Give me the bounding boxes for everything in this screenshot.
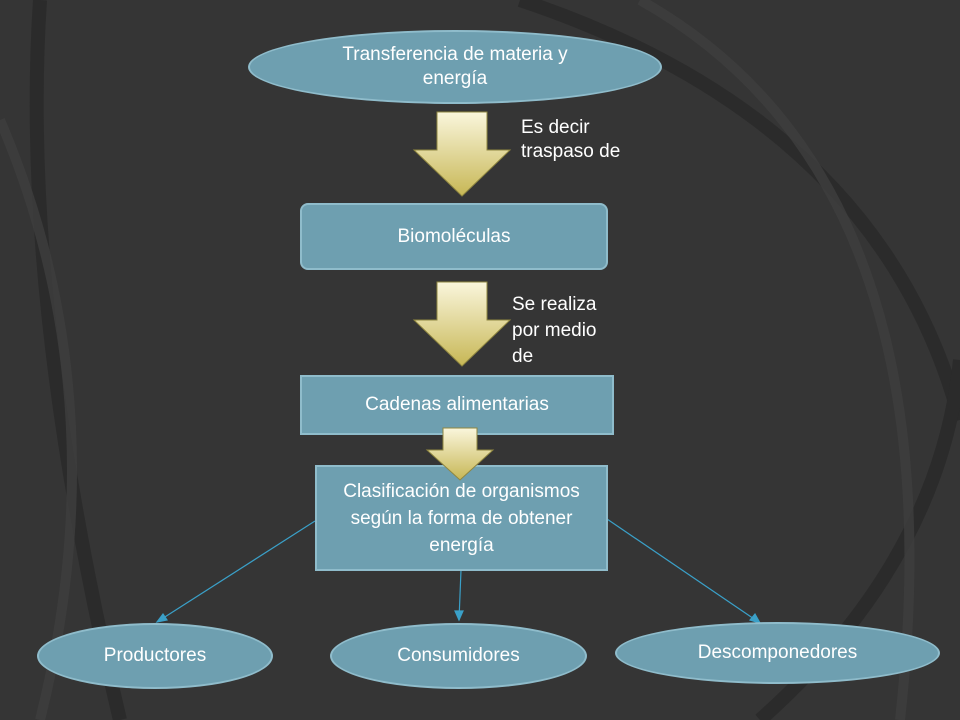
node-cadenas: Cadenas alimentarias — [300, 375, 614, 435]
label-se-realiza: Se realiza por medio de — [512, 294, 597, 367]
down-arrow-icon — [412, 111, 512, 197]
node-productores: Productores — [37, 623, 273, 689]
node-biomoleculas-label: Biomoléculas — [397, 225, 511, 247]
node-clasificacion: Clasificación de organismos según la for… — [315, 465, 608, 571]
node-biomoleculas: Biomoléculas — [300, 203, 608, 270]
connector-lines — [155, 518, 762, 624]
node-descomponedores: Descomponedores — [615, 622, 940, 684]
node-descomponedores-label: Descomponedores — [697, 642, 858, 663]
node-productores-label: Productores — [103, 645, 207, 666]
node-consumidores: Consumidores — [330, 623, 587, 689]
node-consumidores-label: Consumidores — [397, 645, 520, 666]
down-arrow-icon — [425, 427, 495, 481]
node-clasificacion-label: Clasificación de organismos según la for… — [343, 480, 580, 556]
node-transferencia: Transferencia de materia y energía — [248, 30, 662, 104]
down-arrow-icon — [412, 281, 512, 367]
node-transferencia-label: Transferencia de materia y energía — [342, 44, 568, 89]
node-cadenas-label: Cadenas alimentarias — [365, 394, 549, 415]
label-es-decir: Es decir traspaso de — [521, 117, 621, 162]
